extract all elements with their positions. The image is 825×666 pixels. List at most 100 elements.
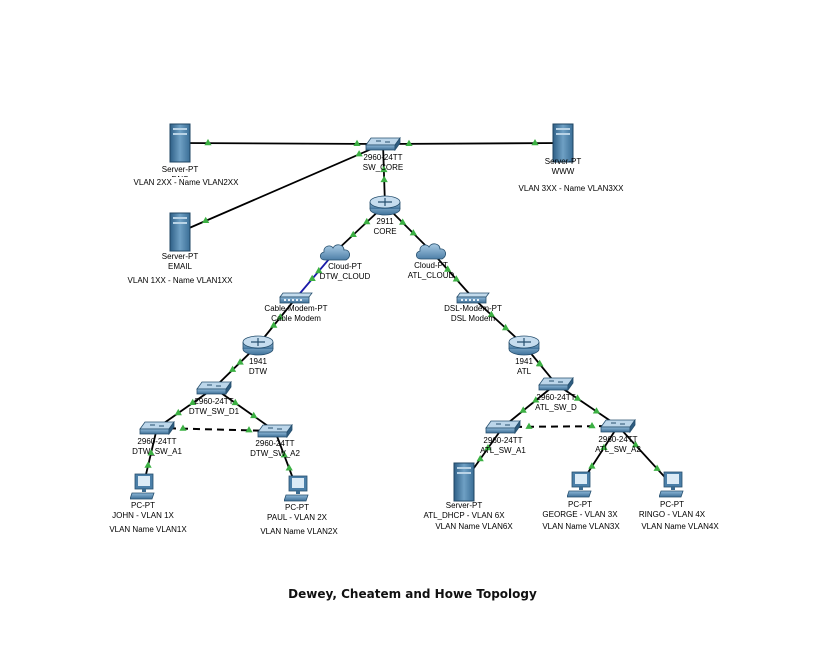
device-sw-core[interactable] [365,137,401,151]
link-dtw-sw-d1-to-dtw-sw-a2[interactable] [213,387,276,432]
router-icon [369,195,401,216]
port-up-indicator [476,455,484,462]
link-atl-sw-a2-to-ringo[interactable] [617,425,673,486]
device-atl-dhcp[interactable] [453,462,475,502]
device-atl-cloud[interactable] [415,243,447,260]
device-dtw[interactable] [242,335,274,356]
port-up-indicator [531,139,539,146]
port-up-indicator [179,424,187,431]
device-dtw-sw-d1[interactable] [196,381,232,395]
port-up-indicator [588,422,596,429]
port-up-indicator [653,464,661,471]
device-dsl-modem[interactable] [456,292,490,304]
switch-icon [139,421,175,435]
port-up-indicator [174,408,182,416]
port-up-indicator [229,365,237,372]
modem-icon [456,292,490,304]
device-type: Cloud-PT [414,261,448,270]
device-paul[interactable] [284,475,309,502]
device-dtw-cloud[interactable] [319,244,351,261]
device-dtw-sw-a2[interactable] [257,424,293,438]
device-type: DSL-Modem-PT [444,304,502,313]
device-type: Server-PT [544,157,582,166]
link-email-to-sw-core[interactable] [179,143,384,233]
port-up-indicator [484,444,492,451]
device-type: Server-PT [161,165,199,174]
switch-icon [257,424,293,438]
device-dtw-sw-a1[interactable] [139,421,175,435]
port-up-indicator [250,411,258,419]
device-atl-sw-a1[interactable] [485,420,521,434]
link-dns-to-sw-core[interactable] [179,142,384,145]
device-type: 2960-24TT [137,437,177,446]
cloud-icon [415,243,447,260]
device-name: PAUL - VLAN 2X [266,513,328,522]
device-atl-sw-a2[interactable] [600,419,636,433]
device-name: ATL [516,367,532,376]
device-atl-sw-d[interactable] [538,377,574,391]
port-up-indicator [535,359,544,366]
device-dns[interactable] [169,123,191,163]
link-dtw-sw-a1-to-dtw-sw-a2[interactable] [156,427,276,432]
device-cable-modem[interactable] [279,292,313,304]
device-name: WWW [551,167,575,176]
device-type: Cloud-PT [328,262,362,271]
port-up-indicator [525,422,533,429]
pc-icon [284,475,309,502]
port-up-indicator [519,406,527,413]
device-john[interactable] [130,473,155,500]
device-name: DTW_SW_A1 [132,447,182,456]
device-name: JOHN - VLAN 1X [112,511,174,520]
device-name: ATL_SW_A1 [480,446,526,455]
device-atl[interactable] [508,335,540,356]
device-name: Cable Modem [271,314,321,323]
switch-icon [365,137,401,151]
port-up-indicator [270,321,278,328]
device-name: DSL Modem [450,314,496,323]
device-type: 2960-24TT [194,397,234,406]
device-name: CORE [373,227,397,236]
device-core[interactable] [369,195,401,216]
port-indicators-layer [144,138,661,471]
device-name: DTW_SW_A2 [250,449,300,458]
device-george[interactable] [567,471,592,498]
link-atl-sw-d-to-atl-sw-a1[interactable] [502,383,557,428]
port-up-indicator [363,217,371,225]
switch-icon [196,381,232,395]
link-sw-core-to-core[interactable] [382,143,386,206]
vlan-label-george: VLAN Name VLAN3X [538,521,624,533]
port-up-indicator [231,398,239,406]
device-type: Server-PT [161,252,199,261]
link-dtw-sw-d1-to-dtw-sw-a1[interactable] [156,387,215,429]
device-type: Server-PT [445,501,483,510]
port-up-indicator [285,464,293,471]
vlan-label-ringo: VLAN Name VLAN4X [637,521,723,533]
switch-icon [600,419,636,433]
port-up-indicator [380,175,388,183]
device-email[interactable] [169,212,191,252]
server-icon [453,462,475,502]
device-name: GEORGE - VLAN 3X [542,510,618,519]
device-name: EMAIL [167,262,193,271]
port-up-indicator [502,323,510,331]
port-up-indicator [245,426,253,433]
port-up-indicator [349,230,357,237]
port-up-indicator [355,150,363,157]
link-atl-sw-d-to-atl-sw-a2[interactable] [555,383,619,427]
port-up-indicator [452,275,460,282]
port-up-indicator [444,265,452,272]
device-type: 2960-24TT [483,436,523,445]
port-up-indicator [399,218,407,225]
device-name: DTW_CLOUD [319,272,371,281]
device-type: 1941 [249,357,267,366]
